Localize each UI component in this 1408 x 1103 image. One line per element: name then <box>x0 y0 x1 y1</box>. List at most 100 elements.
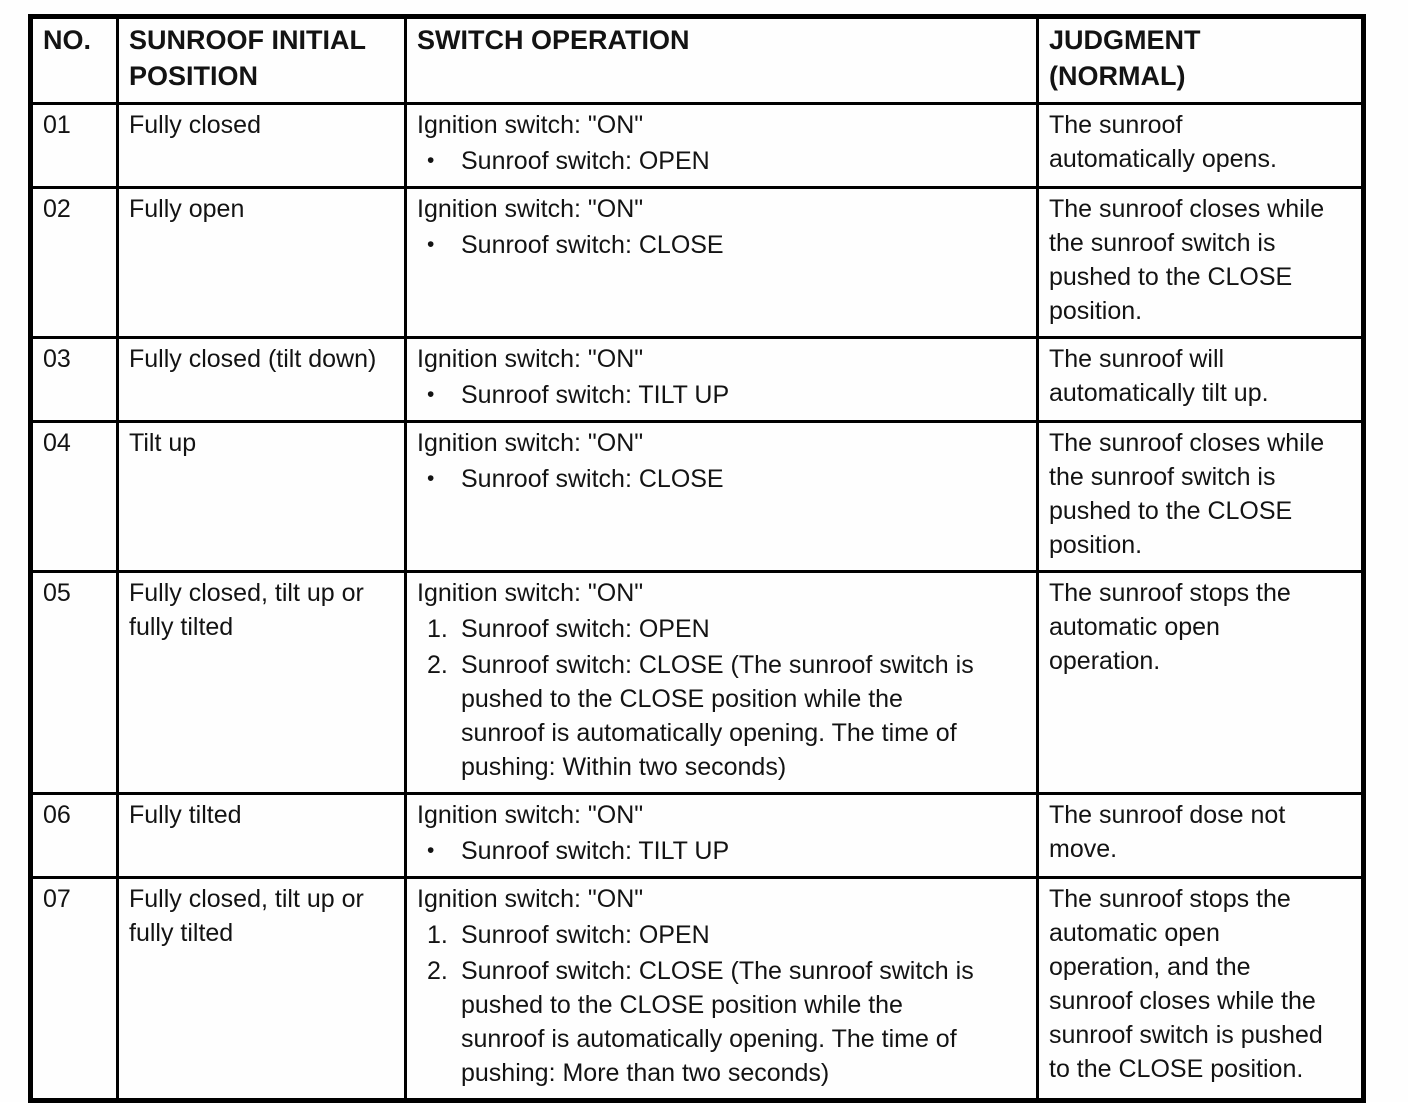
sunroof-operation-table: NO. SUNROOF INITIAL POSITION SWITCH OPER… <box>28 14 1366 1103</box>
table-row: 07 Fully closed, tilt up or fully tilted… <box>29 876 1365 1102</box>
initial-position-text: Fully closed, tilt up or fully tilted <box>129 579 364 641</box>
table-row: 01 Fully closed Ignition switch: "ON" • S… <box>29 102 1365 189</box>
initial-position-text: Fully closed, tilt up or fully tilted <box>129 885 364 947</box>
operation-steps: • Sunroof switch: OPEN <box>417 144 1028 178</box>
number-marker: 2. <box>427 957 448 985</box>
col-header-initial-position: SUNROOF INITIAL POSITION <box>116 15 407 105</box>
switch-operation-cell: Ignition switch: "ON" 1. Sunroof switch: … <box>404 876 1039 1102</box>
row-number: 02 <box>43 195 71 223</box>
operation-step: • Sunroof switch: CLOSE <box>417 462 1028 496</box>
operation-steps: • Sunroof switch: TILT UP <box>417 378 1028 412</box>
initial-position-cell: Fully open <box>116 186 407 339</box>
operation-step: 2.Sunroof switch: CLOSE (The sunroof swi… <box>417 648 1028 784</box>
header-row: NO. SUNROOF INITIAL POSITION SWITCH OPER… <box>29 15 1365 105</box>
operation-step-text: Sunroof switch: CLOSE <box>461 465 724 493</box>
initial-position-cell: Fully closed <box>116 102 407 189</box>
row-number: 01 <box>43 111 71 139</box>
initial-position-cell: Fully tilted <box>116 792 407 879</box>
initial-position-text: Fully tilted <box>129 801 242 829</box>
table-row: 02 Fully open Ignition switch: "ON" • Sun… <box>29 186 1365 339</box>
initial-position-text: Fully closed (tilt down) <box>129 345 377 373</box>
row-number-cell: 05 <box>29 570 119 795</box>
row-number-cell: 04 <box>29 420 119 573</box>
row-number: 03 <box>43 345 71 373</box>
row-number-cell: 02 <box>29 186 119 339</box>
judgment-cell: The sunroof stops the automatic open ope… <box>1036 876 1365 1102</box>
operation-step: • Sunroof switch: OPEN <box>417 144 1028 178</box>
operation-step: • Sunroof switch: CLOSE <box>417 228 1028 262</box>
judgment-cell: The sunroof closes while the sunroof swi… <box>1036 420 1365 573</box>
operation-steps: • Sunroof switch: TILT UP <box>417 834 1028 868</box>
switch-operation-cell: Ignition switch: "ON" • Sunroof switch: C… <box>404 420 1039 573</box>
operation-step: 1. Sunroof switch: OPEN <box>417 612 1028 646</box>
operation-steps: • Sunroof switch: CLOSE <box>417 462 1028 496</box>
judgment-text: The sunroof stops the automatic open ope… <box>1049 579 1291 675</box>
bullet-marker: • <box>427 233 435 256</box>
operation-step-text: Sunroof switch: CLOSE (The sunroof switc… <box>461 651 974 781</box>
row-number-cell: 06 <box>29 792 119 879</box>
operation-steps: • Sunroof switch: CLOSE <box>417 228 1028 262</box>
operation-step-text: Sunroof switch: CLOSE (The sunroof switc… <box>461 957 974 1087</box>
operation-step: • Sunroof switch: TILT UP <box>417 378 1028 412</box>
judgment-text: The sunroof automatically opens. <box>1049 111 1277 173</box>
initial-position-cell: Fully closed (tilt down) <box>116 336 407 423</box>
judgment-cell: The sunroof will automatically tilt up. <box>1036 336 1365 423</box>
judgment-text: The sunroof dose not move. <box>1049 801 1286 863</box>
bullet-marker: • <box>427 149 435 172</box>
number-marker: 1. <box>427 615 448 643</box>
row-number-cell: 03 <box>29 336 119 423</box>
initial-position-cell: Tilt up <box>116 420 407 573</box>
ignition-switch-line: Ignition switch: "ON" <box>417 885 644 913</box>
judgment-cell: The sunroof automatically opens. <box>1036 102 1365 189</box>
judgment-cell: The sunroof closes while the sunroof swi… <box>1036 186 1365 339</box>
row-number: 06 <box>43 801 71 829</box>
table-row: 04 Tilt up Ignition switch: "ON" • Sunroo… <box>29 420 1365 573</box>
switch-operation-cell: Ignition switch: "ON" • Sunroof switch: T… <box>404 792 1039 879</box>
ignition-switch-line: Ignition switch: "ON" <box>417 801 644 829</box>
table-row: 06 Fully tilted Ignition switch: "ON" • S… <box>29 792 1365 879</box>
judgment-cell: The sunroof dose not move. <box>1036 792 1365 879</box>
operation-steps: 1. Sunroof switch: OPEN 2. Sunroof switch: … <box>417 918 1028 1090</box>
col-header-judgment: JUDGMENT (NORMAL) <box>1036 15 1365 105</box>
operation-step-text: Sunroof switch: TILT UP <box>461 381 730 409</box>
ignition-switch-line: Ignition switch: "ON" <box>417 195 644 223</box>
judgment-text: The sunroof will automatically tilt up. <box>1049 345 1269 407</box>
switch-operation-cell: Ignition switch: "ON" • Sunroof switch: T… <box>404 336 1039 423</box>
initial-position-cell: Fully closed, tilt up or fully tilted <box>116 876 407 1102</box>
initial-position-text: Fully open <box>129 195 245 223</box>
col-header-no: NO. <box>29 15 119 105</box>
bullet-marker: • <box>427 383 435 406</box>
operation-step: • Sunroof switch: TILT UP <box>417 834 1028 868</box>
judgment-text: The sunroof stops the automatic open ope… <box>1049 885 1323 1083</box>
ignition-switch-line: Ignition switch: "ON" <box>417 579 644 607</box>
operation-step: 1. Sunroof switch: OPEN <box>417 918 1028 952</box>
operation-step-text: Sunroof switch: CLOSE <box>461 231 724 259</box>
row-number: 07 <box>43 885 71 913</box>
initial-position-text: Fully closed <box>129 111 261 139</box>
operation-step: 2. Sunroof switch: CLOSE (The sunroof swi… <box>417 954 1028 1090</box>
operation-step-text: Sunroof switch: OPEN <box>461 615 710 643</box>
switch-operation-cell: Ignition switch: "ON" • Sunroof switch: O… <box>404 102 1039 189</box>
initial-position-text: Tilt up <box>129 429 197 457</box>
initial-position-cell: Fully closed, tilt up or fully tilted <box>116 570 407 795</box>
row-number: 05 <box>43 579 71 607</box>
table-row: 03 Fully closed (tilt down) Ignition swi… <box>29 336 1365 423</box>
operation-step-text: Sunroof switch: OPEN <box>461 921 710 949</box>
col-header-switch-operation: SWITCH OPERATION <box>404 15 1039 105</box>
bullet-marker: • <box>427 839 435 862</box>
number-marker: 1. <box>427 921 448 949</box>
row-number: 04 <box>43 429 71 457</box>
table-row: 05 Fully closed, tilt up or fully tilted… <box>29 570 1365 795</box>
bullet-marker: • <box>427 467 435 490</box>
ignition-switch-line: Ignition switch: "ON" <box>417 111 644 139</box>
judgment-text: The sunroof closes while the sunroof swi… <box>1049 195 1325 325</box>
switch-operation-cell: Ignition switch: "ON" 1. Sunroof switch: … <box>404 570 1039 795</box>
operation-step-text: Sunroof switch: TILT UP <box>461 837 730 865</box>
ignition-switch-line: Ignition switch: "ON" <box>417 345 644 373</box>
row-number-cell: 01 <box>29 102 119 189</box>
ignition-switch-line: Ignition switch: "ON" <box>417 429 644 457</box>
switch-operation-cell: Ignition switch: "ON" • Sunroof switch: C… <box>404 186 1039 339</box>
operation-step-text: Sunroof switch: OPEN <box>461 147 710 175</box>
row-number-cell: 07 <box>29 876 119 1102</box>
